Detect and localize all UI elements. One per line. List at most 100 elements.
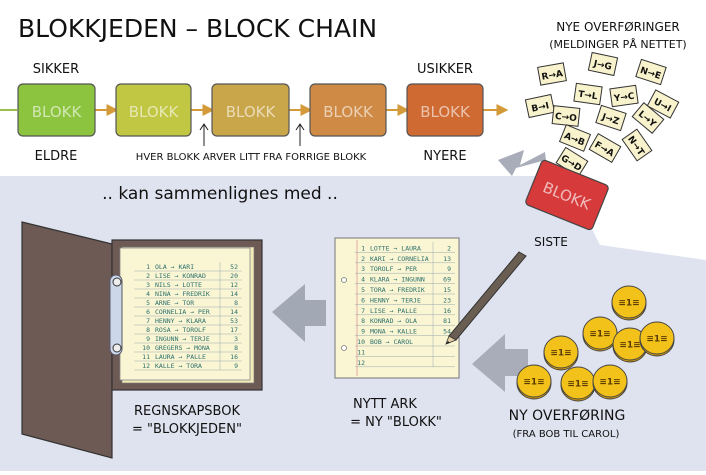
coin-icon: ≡1≡ xyxy=(612,327,648,363)
row-entry: OLA → KARI xyxy=(155,263,194,271)
ledger-caption-line2: = "BLOKKJEDEN" xyxy=(132,422,242,437)
chain-block-1: BLOKK xyxy=(17,83,96,137)
inherit-pointer-1 xyxy=(199,123,209,146)
row-number: 8 xyxy=(361,317,365,325)
message-note: J→G xyxy=(587,51,619,77)
row-entry: ROSA → TOROLF xyxy=(155,326,206,334)
row-entry: BOB → CAROL xyxy=(370,338,413,346)
chain-block-label: BLOKK xyxy=(420,103,471,121)
older-label: ELDRE xyxy=(35,149,78,164)
pencil-icon xyxy=(445,251,527,345)
coin-icon: ≡1≡ xyxy=(543,335,579,371)
coin-label: ≡1≡ xyxy=(619,341,640,351)
last-block-caption: SISTE xyxy=(534,235,568,249)
chain-block-5: BLOKK xyxy=(406,83,484,137)
coin-icon: ≡1≡ xyxy=(582,316,618,352)
row-number: 8 xyxy=(146,326,150,334)
row-number: 10 xyxy=(142,344,150,352)
row-entry: INGUNN → TERJE xyxy=(155,335,210,343)
inherit-pointer-2 xyxy=(295,123,305,146)
chain-block-3: BLOKK xyxy=(211,83,290,137)
row-amount: 53 xyxy=(230,317,238,325)
coin-label: ≡1≡ xyxy=(567,380,588,390)
row-number: 11 xyxy=(142,353,150,361)
message-note: A→B xyxy=(558,124,592,152)
row-number: 6 xyxy=(146,308,150,316)
row-entry: ARNE → TOR xyxy=(155,299,194,307)
coin-label: ≡1≡ xyxy=(589,330,610,340)
sheet-caption-line1: NYTT ARK xyxy=(353,397,417,412)
message-note-text: C→O xyxy=(554,112,577,124)
coin-icon: ≡1≡ xyxy=(639,321,675,357)
coin-icon: ≡1≡ xyxy=(592,364,628,400)
gray-arrow-to-book xyxy=(272,284,326,342)
row-amount: 9 xyxy=(447,265,451,273)
row-entry: KARI → CORNELIA xyxy=(370,255,429,263)
newer-label: NYERE xyxy=(423,149,466,164)
row-number: 11 xyxy=(357,348,365,356)
new-transfers-title: NYE OVERFØRINGER xyxy=(556,20,680,34)
message-note-text: T→L xyxy=(577,90,598,103)
inherit-note: HVER BLOKK ARVER LITT FRA FORRIGE BLOKK xyxy=(136,152,367,163)
chain-block-4: BLOKK xyxy=(309,83,387,137)
row-amount: 3 xyxy=(234,335,238,343)
row-entry: NINA → FREDRIK xyxy=(155,290,210,298)
message-note: B→I xyxy=(524,93,556,119)
row-number: 1 xyxy=(146,263,150,271)
chain-block-2: BLOKK xyxy=(115,83,192,137)
row-amount: 23 xyxy=(443,296,451,304)
row-amount: 8 xyxy=(234,344,238,352)
ledger-caption-line1: REGNSKAPSBOK xyxy=(134,404,241,419)
row-number: 9 xyxy=(146,335,150,343)
message-note: N→T xyxy=(621,128,653,162)
chain-block-label: BLOKK xyxy=(129,103,180,121)
row-amount: 69 xyxy=(443,276,451,284)
row-number: 7 xyxy=(146,317,150,325)
row-number: 5 xyxy=(361,286,365,294)
coin-icon: ≡1≡ xyxy=(516,364,552,400)
message-note-text: R→A xyxy=(541,69,564,83)
coin-label: ≡1≡ xyxy=(550,349,571,359)
row-number: 2 xyxy=(361,255,365,263)
binder-front-cover xyxy=(21,221,113,459)
row-amount: 16 xyxy=(230,353,238,361)
row-number: 6 xyxy=(361,296,365,304)
message-note: Y→C xyxy=(609,84,639,108)
message-note: J→Z xyxy=(595,104,627,132)
message-note: R→A xyxy=(537,62,567,86)
row-entry: MONA → KALLE xyxy=(370,328,417,336)
gray-arrow-to-sheet xyxy=(472,334,528,392)
coin-label: ≡1≡ xyxy=(523,378,544,388)
chain-block-label: BLOKK xyxy=(32,103,83,121)
row-entry: TORA → FREDRIK xyxy=(370,286,425,294)
row-entry: CORNELIA → PER xyxy=(155,308,210,316)
ledger-row: 9 INGUNN → TERJE 3 xyxy=(134,335,242,344)
row-entry: KALLE → TORA xyxy=(155,362,202,370)
coin-icon: ≡1≡ xyxy=(560,366,596,402)
row-entry: HENNY → KLARA xyxy=(155,317,206,325)
row-number: 4 xyxy=(146,290,150,298)
secure-label: SIKKER xyxy=(33,62,79,77)
row-number: 4 xyxy=(361,276,365,284)
insecure-label: USIKKER xyxy=(417,62,473,77)
row-entry: LISE → KONRAD xyxy=(155,272,206,280)
row-number: 12 xyxy=(142,362,150,370)
sheet-paper xyxy=(334,237,460,379)
